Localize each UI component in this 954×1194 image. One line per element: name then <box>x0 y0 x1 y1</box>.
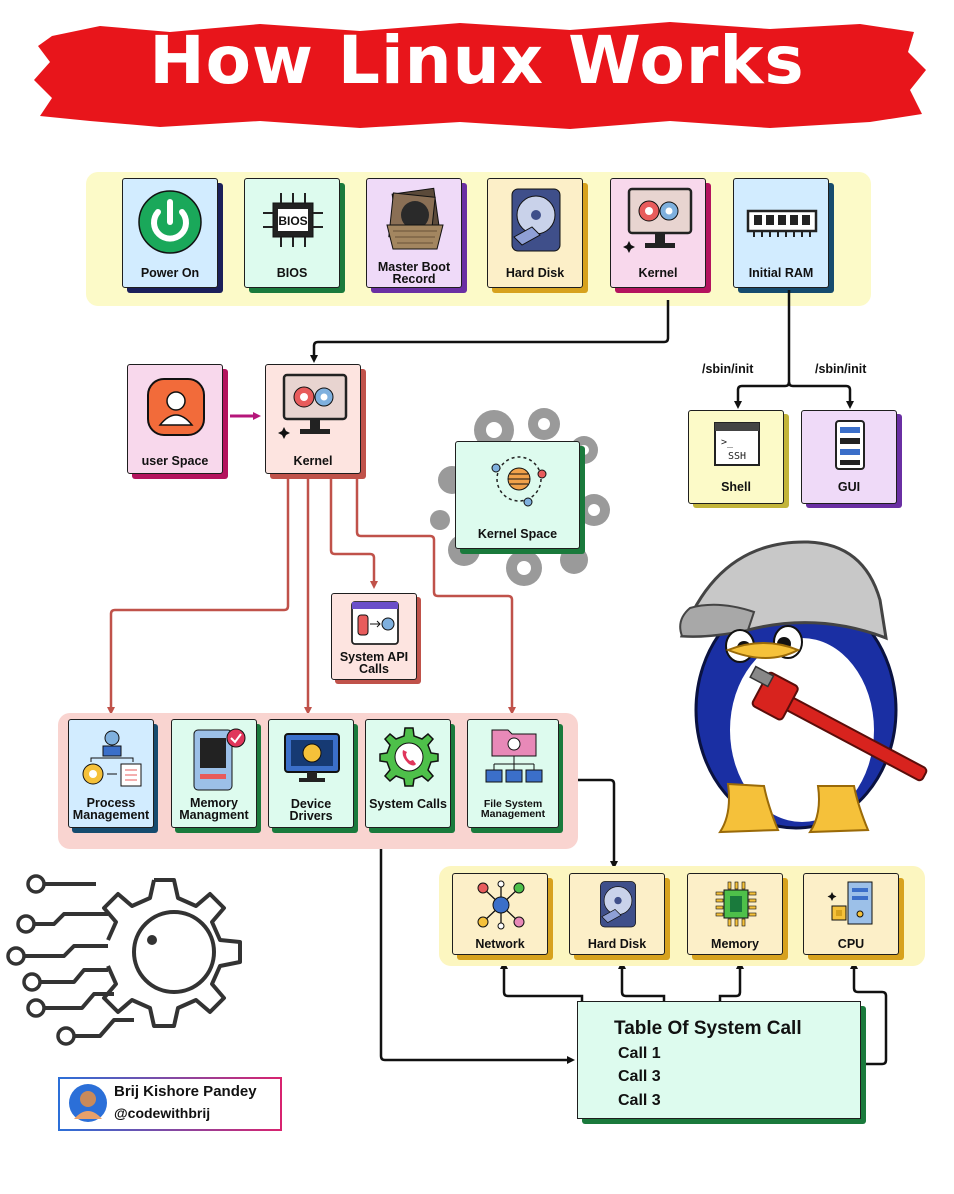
system-calls-card: System Calls <box>365 719 451 828</box>
device-monitor-icon <box>284 733 340 782</box>
user-space-label: user Space <box>141 454 209 468</box>
gui-window-icon <box>835 420 865 470</box>
boot-label: Hard Disk <box>505 266 565 280</box>
process-flow-icon <box>82 730 142 787</box>
user-space-card: user Space <box>127 364 223 474</box>
memory-managment-card: Memory Managment <box>171 719 257 828</box>
process-management-card: Process Management <box>68 719 154 828</box>
kernel-space-card: Kernel Space <box>455 441 580 549</box>
boot-card-kernel: Kernel <box>610 178 706 288</box>
device-drivers-label: Device Drivers <box>289 797 333 823</box>
system-call-row: Call 3 <box>618 1068 661 1085</box>
author-handle: @codewithbrij <box>114 1105 211 1121</box>
api-phone-icon <box>351 601 399 645</box>
ram-icon <box>746 209 818 237</box>
device-drivers-card: Device Drivers <box>268 719 354 828</box>
records-icon <box>386 187 444 250</box>
gear-phone-icon <box>379 727 439 787</box>
hard-disk-icon <box>511 188 561 252</box>
boot-card-power-on: Power On <box>122 178 218 288</box>
network-label: Network <box>475 937 525 951</box>
kernel-monitor-icon <box>623 187 693 253</box>
kernel-space-label: Kernel Space <box>477 527 558 541</box>
cpu-label: CPU <box>837 937 865 951</box>
svg-text:BIOS: BIOS <box>278 214 307 228</box>
terminal-icon: >_ SSH <box>714 422 760 466</box>
boot-label: Kernel <box>638 266 678 280</box>
init-path-right: /sbin/init <box>815 362 867 376</box>
page-title: How Linux Works <box>149 22 805 99</box>
gui-card: GUI <box>801 410 897 504</box>
boot-card-hard-disk: Hard Disk <box>487 178 583 288</box>
memory-managment-label: Memory Managment <box>179 796 249 822</box>
hardware-memory-label: Memory <box>711 937 759 951</box>
svg-text:>_: >_ <box>721 437 734 448</box>
bios-chip-icon: BIOS <box>263 193 323 247</box>
author-name: Brij Kishore Pandey <box>114 1083 257 1100</box>
boot-label: Initial RAM <box>748 266 814 280</box>
kernel-card: Kernel <box>265 364 361 474</box>
chip-icon <box>715 881 757 927</box>
hardware-memory-card: Memory <box>687 873 783 955</box>
orbit-icon <box>491 456 547 507</box>
shell-label: Shell <box>721 480 751 494</box>
system-api-card: System API Calls <box>331 593 417 680</box>
boot-label: Master Boot Record <box>377 260 451 286</box>
hard-disk-icon <box>600 881 636 928</box>
hardware-hard-disk-label: Hard Disk <box>587 937 647 951</box>
title-banner <box>34 22 926 129</box>
boot-label: BIOS <box>276 266 308 280</box>
init-path-left: /sbin/init <box>702 362 754 376</box>
kernel-label: Kernel <box>293 454 333 468</box>
tux-penguin-illustration <box>679 540 928 834</box>
file-system-management-label: File System Management <box>480 798 546 820</box>
author-avatar <box>69 1084 107 1122</box>
cpu-card: CPU <box>803 873 899 955</box>
shell-screen-text: SSH <box>728 451 746 462</box>
cpu-tower-icon <box>827 881 873 925</box>
kernel-monitor-icon <box>278 373 348 439</box>
system-call-row: Call 3 <box>618 1092 661 1109</box>
system-calls-label: System Calls <box>369 797 447 811</box>
network-icon <box>477 880 525 930</box>
boot-label: Power On <box>140 266 200 280</box>
system-call-table-title: Table Of System Call <box>614 1018 802 1039</box>
circuit-gear-illustration <box>6 874 242 1046</box>
folder-tree-icon <box>485 729 543 783</box>
power-icon <box>138 190 202 254</box>
system-api-label: System API Calls <box>339 650 409 676</box>
file-system-management-card: File System Management <box>467 719 559 828</box>
process-management-label: Process Management <box>72 796 150 822</box>
gui-label: GUI <box>837 480 861 494</box>
network-card: Network <box>452 873 548 955</box>
boot-card-initial-ram: Initial RAM <box>733 178 829 288</box>
system-call-table <box>577 1001 861 1119</box>
shell-card: >_ SSH Shell <box>688 410 784 504</box>
user-icon <box>147 378 205 436</box>
boot-card-bios: BIOS BIOS <box>244 178 340 288</box>
boot-card-mbr: Master Boot Record <box>366 178 462 288</box>
system-call-row: Call 1 <box>618 1045 661 1062</box>
hardware-hard-disk-card: Hard Disk <box>569 873 665 955</box>
memory-card-icon <box>193 728 246 791</box>
